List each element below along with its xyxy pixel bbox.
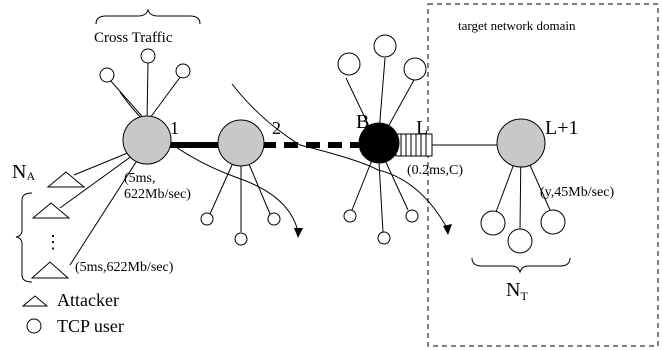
- attacker-links: [59, 144, 148, 266]
- cross-traffic-label: Cross Traffic: [94, 30, 173, 46]
- attacker-group: [30, 171, 86, 279]
- cross-traffic-brace: [95, 8, 201, 25]
- legend-attacker-icon: [21, 295, 49, 307]
- flow-arrows: [119, 83, 448, 233]
- target-link-label: (y,45Mb/sec): [540, 185, 614, 200]
- node-L-label: L: [416, 117, 428, 139]
- cross-host-1: [99, 67, 115, 83]
- attacker-triangle-3: [30, 261, 70, 279]
- cross-host-3: [175, 63, 191, 79]
- bottleneck-link-label: (0.2ms,C): [407, 163, 463, 178]
- node-1-label: 1: [170, 118, 179, 138]
- router-L1: [496, 118, 546, 168]
- nt-brace: [471, 257, 571, 274]
- cross-traffic-hosts: [99, 48, 191, 123]
- target-domain-box: [427, 3, 659, 347]
- arrow-head-2: [443, 224, 452, 235]
- legend-tcp-user-label: TCP user: [57, 316, 124, 336]
- router-B: [358, 122, 400, 164]
- na-brace: [15, 192, 33, 283]
- node-2-label: 2: [272, 118, 281, 138]
- target-domain-label: target network domain: [458, 18, 576, 33]
- node-B-label: B: [356, 111, 369, 133]
- cross-host-2: [140, 48, 156, 64]
- attacker-triangle-1: [46, 171, 86, 188]
- attacker-dots: ⋮: [44, 232, 62, 252]
- legend: Attacker TCP user: [21, 290, 124, 336]
- nt-label: NT: [506, 279, 528, 303]
- na-label: NA: [12, 161, 35, 183]
- attacker-triangle-2: [31, 202, 71, 219]
- link-1-delay-label: (5ms,: [124, 171, 156, 186]
- legend-attacker-label: Attacker: [57, 290, 119, 310]
- router-2: [217, 119, 265, 167]
- arrow-head-1: [294, 228, 303, 238]
- legend-tcp-user-icon: [26, 318, 42, 334]
- link-1-rate-label: 622Mb/sec): [124, 187, 191, 202]
- target-hosts: [480, 144, 566, 254]
- router-1: [122, 115, 172, 165]
- attacker-link-label: (5ms,622Mb/sec): [75, 260, 174, 275]
- node-L1-label: L+1: [545, 117, 579, 139]
